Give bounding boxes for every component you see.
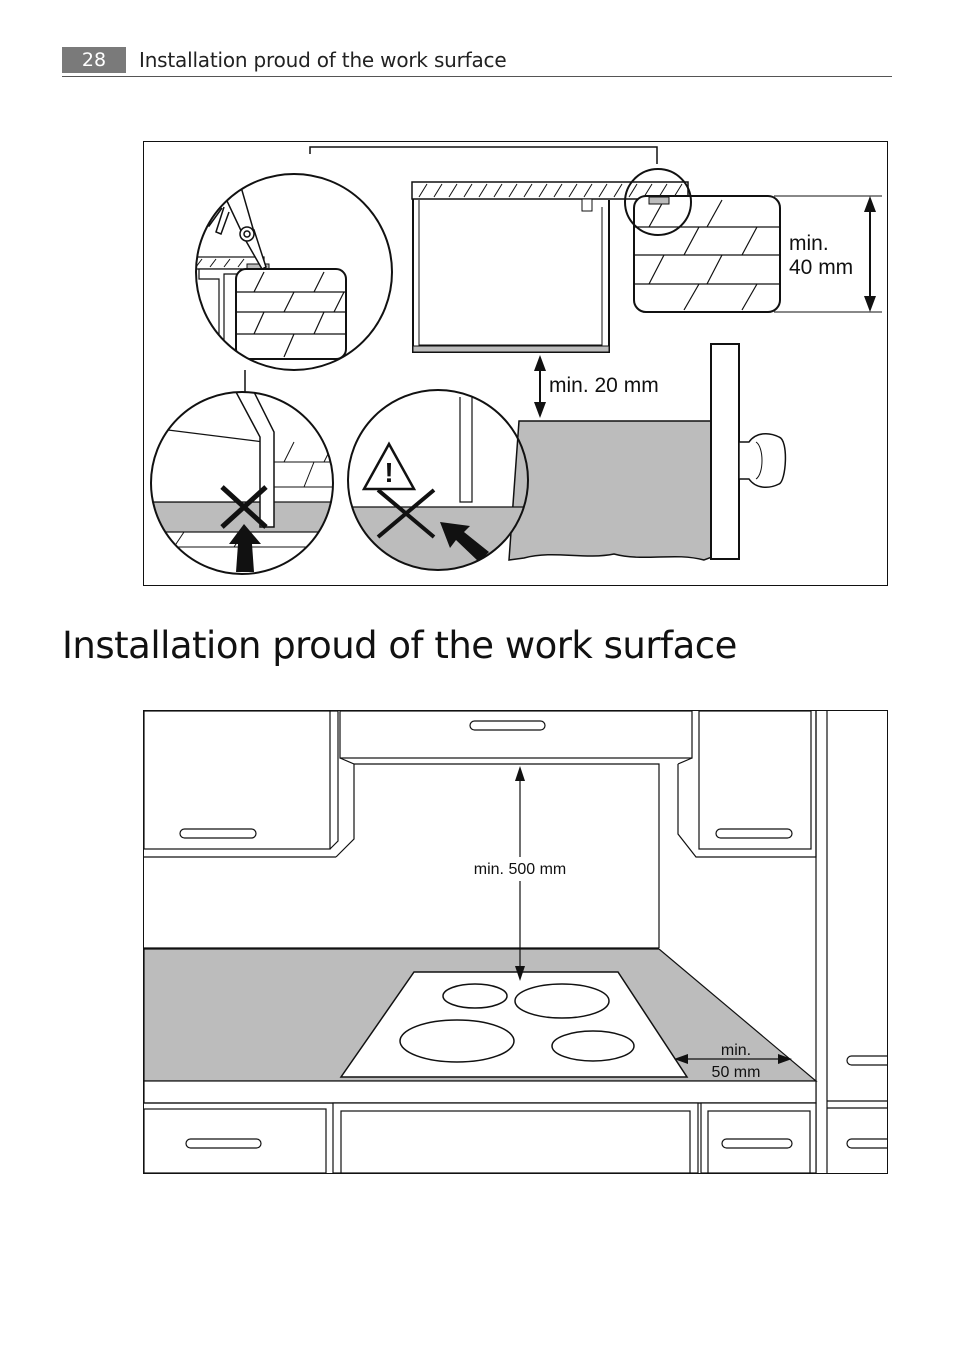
min-40-label-line1: min. bbox=[789, 232, 829, 255]
installation-detail-figure: min. 40 mm min. 20 mm bbox=[143, 141, 888, 586]
detail-circle-wrong-1 bbox=[150, 391, 334, 575]
worktop-gray bbox=[508, 420, 713, 561]
running-title: Installation proud of the work surface bbox=[139, 48, 507, 72]
min-40-label-line2: 40 mm bbox=[789, 256, 853, 279]
connector-line bbox=[309, 146, 658, 164]
kitchen-clearance-drawing: min. 500 mm min. 50 mm bbox=[144, 711, 887, 1173]
detail-circle-sealant bbox=[195, 173, 393, 371]
min-500-label: min. 500 mm bbox=[474, 861, 566, 878]
cooking-zone-large-rear bbox=[514, 983, 610, 1019]
min-20-label: min. 20 mm bbox=[549, 374, 659, 397]
cooking-zone-large-front bbox=[399, 1019, 515, 1063]
section-title: Installation proud of the work surface bbox=[62, 624, 737, 667]
min-50-label-line1: min. bbox=[721, 1042, 751, 1059]
cooking-zone-small-front bbox=[551, 1030, 635, 1062]
page-header: 28 Installation proud of the work surfac… bbox=[62, 44, 892, 77]
svg-text:!: ! bbox=[384, 457, 393, 488]
kitchen-clearance-figure: min. 500 mm min. 50 mm bbox=[143, 710, 888, 1174]
installation-detail-drawing: min. 40 mm min. 20 mm bbox=[150, 146, 882, 575]
page-number: 28 bbox=[62, 47, 126, 73]
cooking-zone-small-rear bbox=[442, 983, 508, 1009]
detail-circle-warning bbox=[347, 389, 529, 571]
min-50-label-line2: 50 mm bbox=[712, 1064, 761, 1081]
